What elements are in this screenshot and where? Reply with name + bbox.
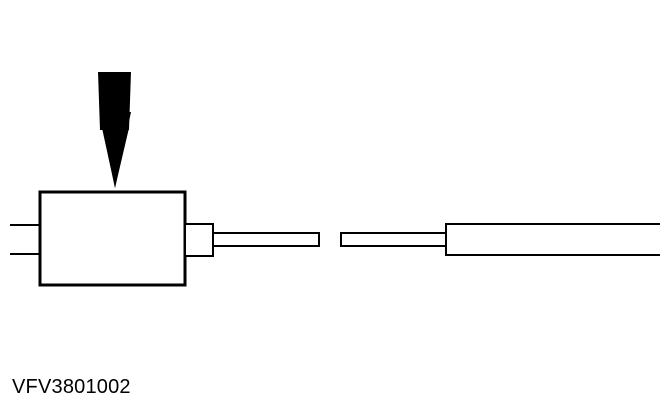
connector-collar <box>184 223 214 257</box>
sleeve-tube <box>445 223 660 256</box>
down-arrow-icon <box>98 72 131 188</box>
figure-id-label: VFV3801002 <box>12 376 131 398</box>
probe-segment-right <box>340 232 447 247</box>
component-body <box>38 190 187 287</box>
probe-segment-left <box>212 232 320 247</box>
left-wires <box>10 224 40 255</box>
